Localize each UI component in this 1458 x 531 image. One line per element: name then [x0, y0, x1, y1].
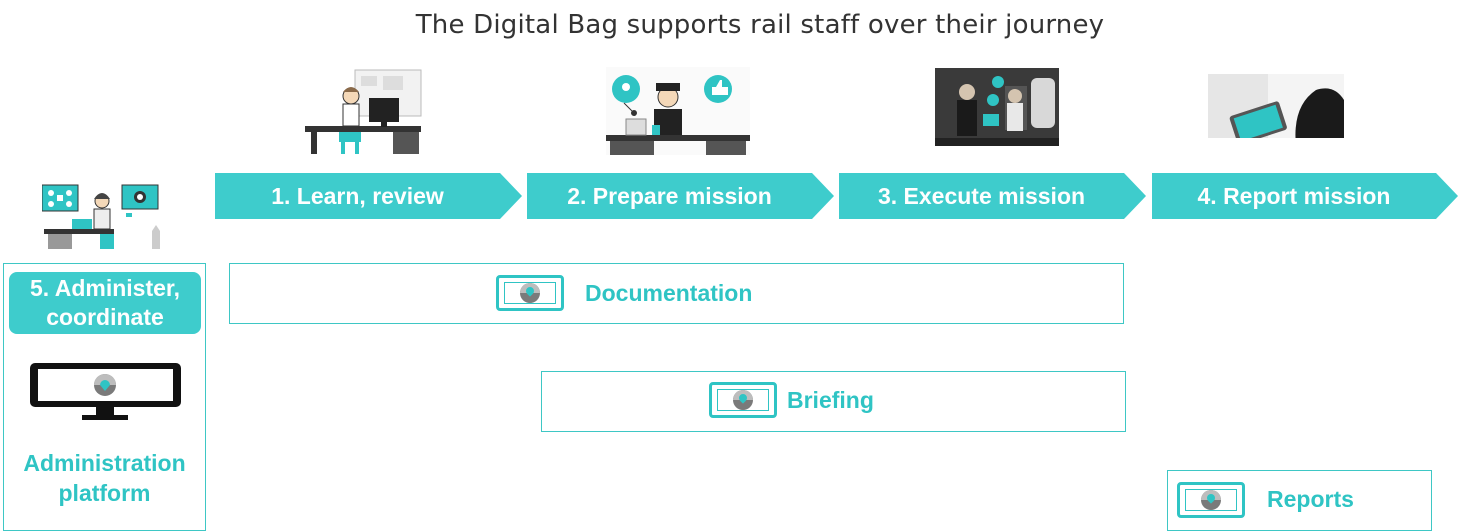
tablet-icon: [709, 382, 777, 418]
tablet-icon: [1177, 482, 1245, 518]
monitor-icon: [30, 363, 181, 420]
step-label: 1. Learn, review: [271, 182, 444, 209]
step-arrow-execute-mission: 3. Execute mission: [839, 173, 1146, 219]
step-arrow-report-mission: 4. Report mission: [1152, 173, 1458, 219]
admin-step-badge: 5. Administer, coordinate: [9, 272, 201, 334]
staff-at-desk-computer-icon: [305, 69, 422, 154]
conductor-at-desk-icon: [606, 67, 750, 155]
step-arrow-learn-review: 1. Learn, review: [215, 173, 522, 219]
documentation-box[interactable]: [229, 263, 1124, 324]
platform-label-line2: platform: [58, 480, 151, 506]
step-label: 4. Report mission: [1197, 182, 1391, 209]
briefing-box[interactable]: [541, 371, 1126, 432]
platform-label-line1: Administration: [23, 450, 186, 476]
diagram-title: The Digital Bag supports rail staff over…: [415, 10, 1105, 40]
tablet-report-icon: [1208, 74, 1344, 146]
documentation-label: Documentation: [585, 280, 753, 306]
admin-coordinator-icon: [42, 184, 160, 249]
administration-platform-label: Administration platform: [3, 448, 206, 508]
staff-on-train-icon: [935, 68, 1059, 146]
step-label: 2. Prepare mission: [567, 182, 772, 209]
admin-step-label-line1: 5. Administer,: [30, 275, 180, 301]
step-arrow-prepare-mission: 2. Prepare mission: [527, 173, 834, 219]
tablet-icon: [496, 275, 564, 311]
briefing-label: Briefing: [787, 387, 874, 413]
admin-step-label-line2: coordinate: [46, 304, 164, 330]
reports-label: Reports: [1267, 486, 1354, 512]
step-label: 3. Execute mission: [877, 182, 1086, 209]
